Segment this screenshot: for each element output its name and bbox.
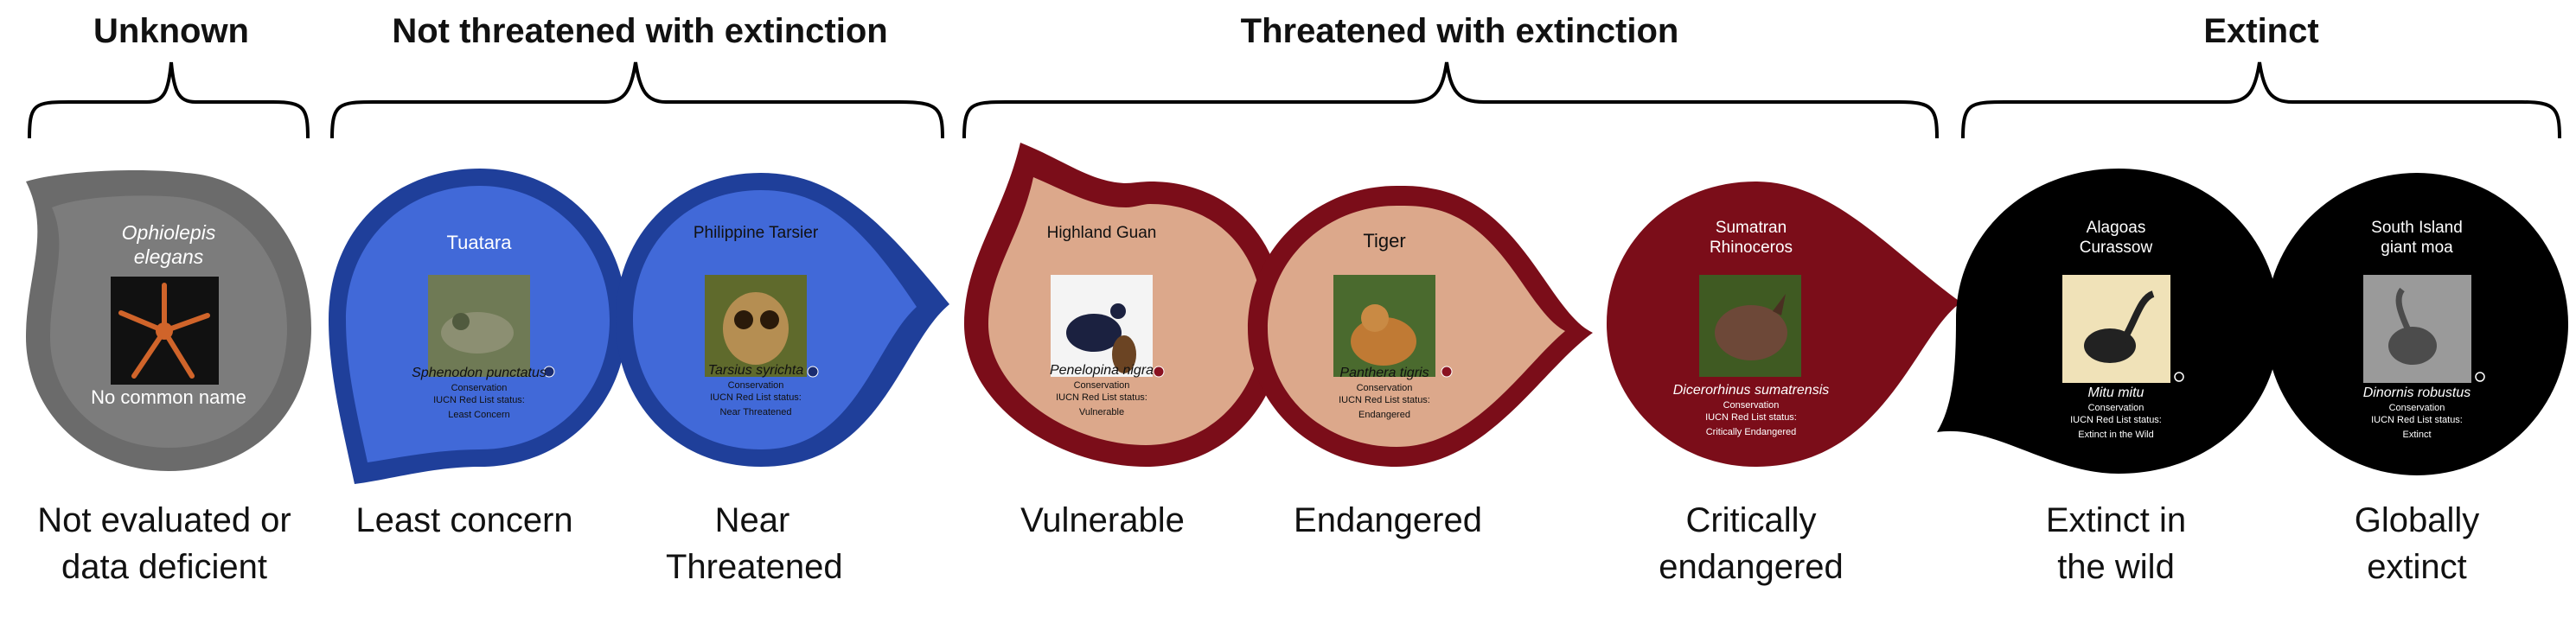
card-common-name: Philippine Tarsier (693, 224, 819, 242)
category-label-critically-endangered: Critically endangered (1659, 501, 1844, 586)
card-common-name: Alagoas Curassow (2079, 219, 2153, 257)
card-common-name: Highland Guan (1046, 224, 1157, 242)
card-iucn-label: IUCN Red List status: (710, 392, 802, 403)
card-status: Vulnerable (1078, 407, 1125, 417)
card-text-ophiolepis: Ophiolepis elegans No common name (86, 220, 251, 410)
card-text-moa: South Island giant moa Dinornis robustus… (2356, 218, 2477, 443)
card-scientific-name: Panthera tigris (1339, 366, 1429, 380)
card-conservation: Conservation (1073, 380, 1130, 391)
card-no-common-name: No common name (91, 386, 246, 408)
category-label-least-concern: Least concern (355, 501, 573, 539)
brace-extinct (1961, 61, 2561, 139)
card-scientific-name: Dicerorhinus sumatrensis (1672, 383, 1830, 398)
card-scientific-name: Sphenodon punctatus (412, 366, 547, 380)
card-text-curassow: Alagoas Curassow Mitu mitu Conservation … (2055, 218, 2176, 443)
card-iucn-label: IUCN Red List status: (1339, 395, 1430, 405)
group-title-unknown: Unknown (93, 12, 249, 50)
card-scientific-name: Penelopina nigra (1049, 363, 1154, 378)
card-iucn-label: IUCN Red List status: (1056, 392, 1147, 403)
category-label-globally-extinct: Globally extinct (2354, 501, 2480, 586)
card-conservation: Conservation (1356, 383, 1413, 393)
card-iucn-label: IUCN Red List status: (1705, 412, 1797, 423)
card-scientific-name: Tarsius syrichta (707, 363, 804, 378)
group-braces (28, 61, 2561, 139)
card-iucn-label: IUCN Red List status: (2371, 415, 2463, 425)
card-conservation: Conservation (727, 380, 784, 391)
card-common-name: Sumatran Rhinoceros (1709, 219, 1793, 257)
card-common-name: Ophiolepis elegans (121, 221, 216, 268)
card-common-name: Tiger (1363, 230, 1406, 252)
card-iucn-label: IUCN Red List status: (2070, 415, 2162, 425)
brace-threatened (962, 61, 1939, 139)
card-conservation: Conservation (2388, 403, 2445, 413)
card-conservation: Conservation (2087, 403, 2145, 413)
card-iucn-label: IUCN Red List status: (433, 395, 525, 405)
card-status: Endangered (1358, 410, 1410, 420)
card-tuatara (329, 169, 627, 484)
card-status: Least Concern (448, 410, 510, 420)
category-label-not-evaluated: Not evaluated or data deficient (37, 501, 291, 586)
card-scientific-name: Dinornis robustus (2362, 385, 2471, 400)
card-text-guan: Highland Guan Penelopina nigra Conservat… (1045, 223, 1158, 421)
card-ophiolepis (26, 170, 311, 471)
card-conservation: Conservation (451, 383, 508, 393)
card-status: Critically Endangered (1705, 427, 1797, 437)
card-text-tiger: Tiger Panthera tigris Conservation IUCN … (1302, 230, 1467, 424)
card-curassow (1937, 169, 2279, 474)
category-label-near-threatened: Near Threatened (666, 501, 843, 586)
card-rhino (1607, 182, 1961, 467)
card-common-name: South Island giant moa (2371, 219, 2463, 257)
card-common-name: Tuatara (446, 232, 512, 253)
group-title-extinct: Extinct (2203, 12, 2319, 50)
card-text-rhino: Sumatran Rhinoceros Dicerorhinus sumatre… (1673, 218, 1830, 441)
group-title-not-threatened: Not threatened with extinction (392, 12, 888, 50)
card-conservation: Conservation (1723, 400, 1780, 411)
card-status: Extinct (2402, 430, 2432, 440)
card-status: Near Threatened (719, 407, 792, 417)
card-tiger (1248, 186, 1593, 467)
group-title-threatened: Threatened with extinction (1240, 12, 1679, 50)
brace-unknown (28, 61, 310, 139)
card-moa (2266, 173, 2568, 475)
card-text-tuatara: Tuatara Sphenodon punctatus Conservation… (397, 232, 561, 424)
category-label-endangered: Endangered (1294, 501, 1482, 539)
card-tarsier (616, 173, 949, 467)
category-label-vulnerable: Vulnerable (1020, 501, 1185, 539)
brace-not-threatened (330, 61, 944, 139)
card-scientific-name: Mitu mitu (2087, 385, 2145, 400)
card-guan (964, 143, 1284, 467)
category-label-extinct-in-wild: Extinct in the wild (2045, 501, 2187, 586)
card-status: Extinct in the Wild (2078, 430, 2154, 440)
card-text-tarsier: Philippine Tarsier Tarsius syrichta Cons… (691, 223, 821, 421)
